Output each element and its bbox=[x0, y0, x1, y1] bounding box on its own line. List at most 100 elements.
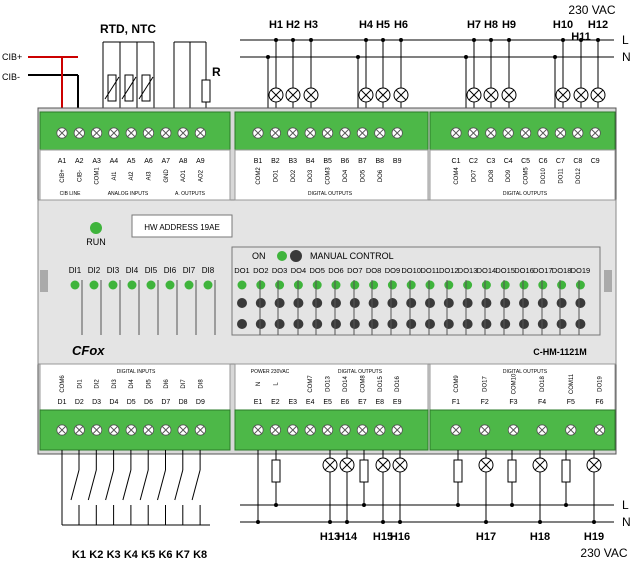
terminal-id: A4 bbox=[110, 158, 119, 165]
do-label: DO19 bbox=[571, 266, 591, 275]
label-strip-top bbox=[429, 149, 616, 201]
do-label: DO10 bbox=[401, 266, 421, 275]
terminal-signal: AI3 bbox=[147, 171, 153, 181]
di-led bbox=[108, 280, 118, 290]
do-manual-button bbox=[349, 298, 360, 308]
terminal-id: C4 bbox=[504, 158, 513, 165]
terminal-id: D7 bbox=[161, 399, 170, 406]
key-contact bbox=[139, 469, 149, 501]
wire-junction bbox=[362, 503, 366, 507]
do-led bbox=[557, 280, 567, 290]
lamp-cross bbox=[534, 459, 546, 471]
do-led bbox=[275, 280, 285, 290]
do-manual-button bbox=[331, 319, 341, 329]
load-h11-label: H11 bbox=[571, 31, 591, 43]
terminal-id: F3 bbox=[509, 399, 517, 406]
terminal-id: B6 bbox=[341, 158, 350, 165]
terminal-id: E1 bbox=[254, 399, 263, 406]
screw-slot bbox=[341, 129, 349, 137]
label-strip-bottom bbox=[234, 363, 429, 411]
terminal-signal: DO7 bbox=[471, 169, 477, 182]
di-led bbox=[146, 280, 156, 290]
do-led bbox=[500, 280, 510, 290]
do-led bbox=[425, 280, 435, 290]
di-led bbox=[184, 280, 194, 290]
front-panel bbox=[37, 199, 617, 365]
terminal-id: E2 bbox=[271, 399, 280, 406]
terminal-id: B9 bbox=[393, 158, 402, 165]
screw-slot bbox=[288, 426, 297, 434]
label-strip-top bbox=[234, 149, 429, 201]
terminal-signal: DO14 bbox=[343, 376, 349, 392]
terminal-id: A9 bbox=[196, 158, 205, 165]
screw-slot bbox=[271, 129, 280, 137]
terminal-id: D6 bbox=[144, 399, 153, 406]
group-label: DIGITAL OUTPUTS bbox=[503, 369, 548, 375]
lamp-cross bbox=[468, 89, 480, 101]
wire-junction bbox=[484, 520, 488, 524]
group-label: DIGITAL OUTPUTS bbox=[503, 191, 548, 197]
do-label: DO4 bbox=[291, 266, 306, 275]
screw-slot bbox=[323, 426, 332, 434]
din-clip bbox=[604, 270, 612, 292]
key-k8-label: K8 bbox=[193, 549, 207, 561]
terminal-signal: DI6 bbox=[164, 379, 170, 389]
do-manual-button bbox=[537, 319, 548, 329]
key-k2-label: K2 bbox=[89, 549, 103, 561]
lamp-cross bbox=[305, 89, 317, 101]
screw-slot bbox=[75, 426, 84, 434]
r-symbol bbox=[201, 79, 211, 103]
do-label: DO5 bbox=[309, 266, 324, 275]
terminal-id: A7 bbox=[162, 158, 171, 165]
terminal-id: E3 bbox=[289, 399, 298, 406]
hw-address: HW ADDRESS 19AE bbox=[144, 223, 220, 232]
screw-slot bbox=[92, 129, 101, 137]
load-h5-label: H5 bbox=[376, 19, 390, 31]
lamp-cross bbox=[588, 459, 600, 471]
screw-slot bbox=[75, 129, 84, 137]
group-label: DIGITAL OUTPUTS bbox=[308, 191, 353, 197]
load-h17-label: H17 bbox=[476, 531, 496, 543]
terminal-id: F4 bbox=[538, 399, 546, 406]
screw-slot bbox=[161, 129, 170, 137]
screw-slot bbox=[573, 129, 582, 137]
load-h10-label: H10 bbox=[553, 19, 573, 31]
terminal-id: C1 bbox=[452, 158, 461, 165]
do-label: DO1 bbox=[234, 266, 249, 275]
terminal-signal: N bbox=[256, 382, 262, 386]
terminal-signal: DO13 bbox=[326, 376, 332, 392]
cib-plus-label: CIB+ bbox=[2, 52, 22, 62]
lamp-cross bbox=[324, 459, 336, 471]
terminal-id: F5 bbox=[567, 399, 575, 406]
screw-slot bbox=[469, 129, 478, 137]
lamp-cross bbox=[360, 89, 372, 101]
resistor-slash bbox=[121, 76, 137, 100]
terminal-signal: CIB+ bbox=[60, 169, 66, 183]
lamp-cross bbox=[341, 459, 353, 471]
terminal-signal: COM8 bbox=[360, 375, 366, 393]
load-h6-label: H6 bbox=[394, 19, 408, 31]
do-label: DO14 bbox=[477, 266, 497, 275]
di-label: DI7 bbox=[183, 266, 196, 275]
lamp-cross bbox=[480, 459, 492, 471]
terminal-id: D4 bbox=[109, 399, 118, 406]
di-label: DI8 bbox=[202, 266, 215, 275]
di-led bbox=[89, 280, 99, 290]
terminal-signal: DI8 bbox=[198, 379, 204, 389]
screw-slot bbox=[110, 129, 118, 137]
terminal-signal: CIB- bbox=[77, 170, 83, 182]
screw-slot bbox=[254, 129, 262, 137]
screw-slot bbox=[393, 129, 402, 137]
do-label: DO15 bbox=[495, 266, 515, 275]
key-k5-label: K5 bbox=[141, 549, 155, 561]
do-manual-button bbox=[387, 319, 398, 329]
terminal-id: B3 bbox=[289, 158, 298, 165]
do-label: DO17 bbox=[533, 266, 553, 275]
wire-junction bbox=[510, 503, 514, 507]
fuse-symbol bbox=[271, 459, 281, 483]
key-k4-label: K4 bbox=[124, 549, 139, 561]
screw-slot bbox=[595, 426, 604, 434]
di-label: DI3 bbox=[107, 266, 120, 275]
terminal-signal: DO5 bbox=[360, 169, 366, 182]
terminal-id: D3 bbox=[92, 399, 101, 406]
